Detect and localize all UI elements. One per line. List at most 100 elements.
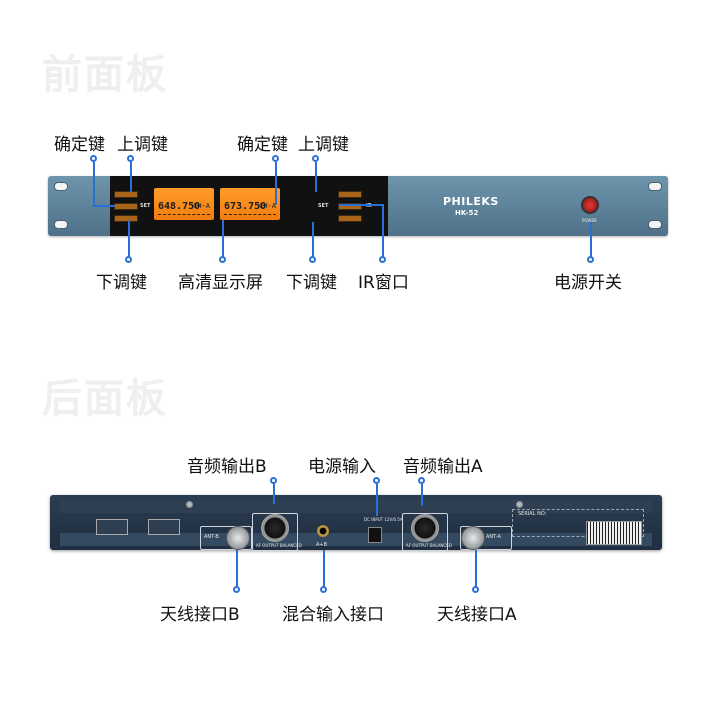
- callout-dot: [272, 155, 279, 162]
- set-button-left[interactable]: [114, 203, 138, 210]
- front-panel-title: 前面板: [42, 52, 168, 98]
- label-ir-window: IR窗口: [358, 273, 409, 293]
- callout-dot: [270, 477, 277, 484]
- antenna-b-connector[interactable]: [226, 526, 250, 550]
- callout-line: [275, 162, 277, 205]
- callout-line: [273, 484, 275, 504]
- label-mix-input: 混合输入接口: [282, 605, 384, 625]
- callout-dot: [379, 256, 386, 263]
- callout-dot: [125, 256, 132, 263]
- callout-dot: [320, 586, 327, 593]
- callout-dot: [373, 477, 380, 484]
- ant-a-label: ANT-A: [486, 534, 501, 540]
- rack-hole: [54, 182, 68, 191]
- callout-line: [323, 550, 325, 588]
- screw: [186, 501, 193, 508]
- ir-label: IR: [366, 203, 372, 209]
- back-panel-bottom-strip: [60, 533, 652, 546]
- down-button-left[interactable]: [114, 215, 138, 222]
- af-output-b-label: AF OUTPUT BALANCED: [256, 543, 302, 548]
- front-control-area: SET 648.750 CH-A 673.750 CH-A SET IR: [110, 176, 388, 236]
- set-label-left: SET: [140, 203, 151, 209]
- label-up-key-left: 上调键: [117, 135, 168, 155]
- callout-line: [312, 222, 314, 258]
- xlr-output-a[interactable]: [411, 514, 439, 542]
- lcd-channel: CH-A: [259, 202, 276, 210]
- set-label-right: SET: [318, 203, 329, 209]
- xlr-b-frame: [252, 513, 298, 551]
- callout-line: [93, 162, 95, 206]
- callout-line: [236, 550, 238, 588]
- lcd-frequency: 673.750: [224, 201, 267, 212]
- ant-b-label: ANT-B: [204, 534, 219, 540]
- callout-line: [315, 162, 317, 192]
- barcode-sticker: [586, 521, 642, 545]
- warning-label: [148, 519, 180, 535]
- serial-number-box: [512, 509, 644, 537]
- af-output-a-label: AF OUTPUT BALANCED: [406, 543, 452, 548]
- label-confirm-key-right: 确定键: [237, 135, 288, 155]
- lcd-display-left: 648.750 CH-A: [154, 188, 214, 220]
- callout-line: [128, 220, 130, 258]
- antenna-a-connector[interactable]: [461, 526, 485, 550]
- callout-dot: [587, 256, 594, 263]
- callout-line: [475, 550, 477, 588]
- callout-dot: [418, 477, 425, 484]
- back-panel-title: 后面板: [42, 376, 168, 422]
- back-panel: ANT-B AF OUTPUT BALANCED A+B DC INPUT 12…: [50, 495, 662, 551]
- a-b-label: A+B: [316, 542, 328, 548]
- up-button-left[interactable]: [114, 191, 138, 198]
- front-panel: SET 648.750 CH-A 673.750 CH-A SET IR PHI…: [48, 176, 668, 236]
- lcd-channel: CH-A: [193, 202, 210, 210]
- callout-dot: [127, 155, 134, 162]
- callout-dot: [312, 155, 319, 162]
- callout-line: [222, 220, 224, 258]
- power-button[interactable]: [581, 196, 599, 214]
- lcd-frequency: 648.750: [158, 201, 201, 212]
- callout-line: [590, 222, 592, 258]
- callout-dot: [233, 586, 240, 593]
- rack-hole: [648, 182, 662, 191]
- callout-line: [93, 205, 115, 207]
- callout-line: [130, 162, 132, 192]
- callout-dot: [309, 256, 316, 263]
- label-audio-out-a: 音频输出A: [403, 457, 483, 477]
- callout-line: [340, 204, 382, 206]
- dc-power-jack[interactable]: [368, 527, 382, 543]
- callout-dot: [472, 586, 479, 593]
- label-power-switch: 电源开关: [554, 273, 622, 293]
- label-down-key-right: 下调键: [286, 273, 337, 293]
- label-confirm-key-left: 确定键: [54, 135, 105, 155]
- mix-input-jack[interactable]: [317, 525, 329, 537]
- back-panel-top-strip: [60, 499, 652, 513]
- ant-a-frame: [460, 526, 512, 550]
- model-name: HK-52: [455, 209, 479, 217]
- down-button-right[interactable]: [338, 215, 362, 222]
- screw: [516, 501, 523, 508]
- brand-logo: PHILEKS: [443, 195, 499, 208]
- warning-label: [96, 519, 128, 535]
- callout-dot: [90, 155, 97, 162]
- ant-b-frame: [200, 526, 252, 550]
- callout-dot: [219, 256, 226, 263]
- label-up-key-right: 上调键: [298, 135, 349, 155]
- dc-input-label: DC INPUT 12V/0.5A: [364, 517, 403, 522]
- serial-no-label: SERIAL NO:: [518, 511, 547, 517]
- label-down-key-left: 下调键: [96, 273, 147, 293]
- lcd-level-bars: [224, 214, 276, 217]
- label-antenna-b: 天线接口B: [160, 605, 240, 625]
- label-audio-out-b: 音频输出B: [187, 457, 267, 477]
- callout-line: [382, 204, 384, 258]
- xlr-output-b[interactable]: [261, 514, 289, 542]
- up-button-right[interactable]: [338, 191, 362, 198]
- xlr-a-frame: [402, 513, 448, 551]
- label-antenna-a: 天线接口A: [437, 605, 517, 625]
- rack-hole: [648, 220, 662, 229]
- callout-line: [376, 484, 378, 516]
- lcd-level-bars: [158, 214, 210, 217]
- power-label: POWER: [582, 218, 597, 223]
- label-display: 高清显示屏: [178, 273, 263, 293]
- set-button-right[interactable]: [338, 203, 362, 210]
- label-power-input: 电源输入: [308, 457, 376, 477]
- callout-line: [421, 484, 423, 506]
